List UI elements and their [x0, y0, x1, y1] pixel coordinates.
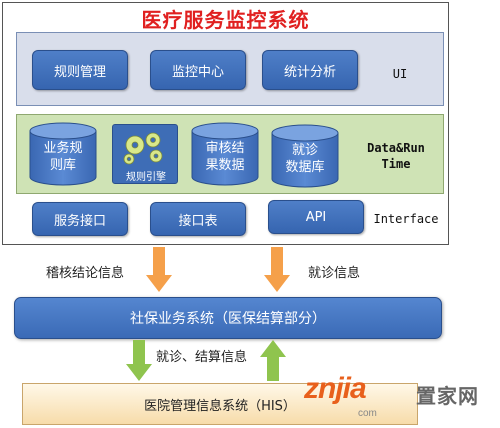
visit-info-flow-label: 就诊信息 [308, 266, 361, 281]
rule-engine-box: 规则引擎 [112, 124, 178, 184]
visit-db-line1: 就诊 [291, 143, 318, 158]
watermark-domain: com [358, 408, 377, 419]
watermark-brand: znjia [304, 372, 367, 405]
service-interface-box: 服务接口 [32, 202, 128, 236]
watermark-cn: 置家网 [416, 384, 479, 408]
green-arrow-down [126, 340, 152, 382]
database-icon [271, 124, 339, 188]
visit-settle-flow-label: 就诊、结算信息 [156, 350, 248, 365]
rule-management-box: 规则管理 [32, 50, 128, 90]
monitoring-center-box: 监控中心 [150, 50, 246, 90]
gears-icon [123, 132, 163, 165]
database-icon [191, 122, 259, 186]
visit-db-line2: 数据库 [285, 160, 325, 175]
audit-result-arrow-down [146, 247, 172, 293]
audit-db-line1: 审核结 [205, 141, 245, 156]
data-runtime-label-line2: Time [381, 157, 411, 171]
rule-db-line2: 则库 [49, 158, 76, 173]
audit-result-cylinder: 审核结果数据 [190, 122, 260, 186]
rule-engine-label: 规则引擎 [126, 172, 166, 183]
interface-layer-label: Interface [373, 212, 439, 226]
watermark-logo: znjia 置家网 com [296, 372, 500, 428]
audit-db-line2: 果数据 [205, 158, 245, 173]
interface-table-box: 接口表 [150, 202, 246, 236]
visit-database-cylinder: 就诊数据库 [270, 124, 340, 188]
data-runtime-layer-label: Data&Run Time [348, 140, 444, 172]
social-insurance-system-bar: 社保业务系统（医保结算部分） [14, 297, 442, 339]
his-system-bar: 医院管理信息系统（HIS） [22, 383, 418, 425]
rule-db-line1: 业务规 [43, 141, 83, 156]
green-arrow-up [260, 340, 286, 382]
api-box: API [268, 200, 364, 234]
ui-layer-label: UI [392, 67, 408, 81]
visit-info-arrow-down [264, 247, 290, 293]
statistics-analysis-box: 统计分析 [262, 50, 358, 90]
data-runtime-label-line1: Data&Run [367, 141, 425, 155]
diagram-title: 医疗服务监控系统 [141, 8, 310, 32]
rule-database-cylinder: 业务规则库 [28, 122, 98, 186]
database-icon [29, 122, 97, 186]
audit-result-flow-label: 稽核结论信息 [46, 266, 125, 281]
